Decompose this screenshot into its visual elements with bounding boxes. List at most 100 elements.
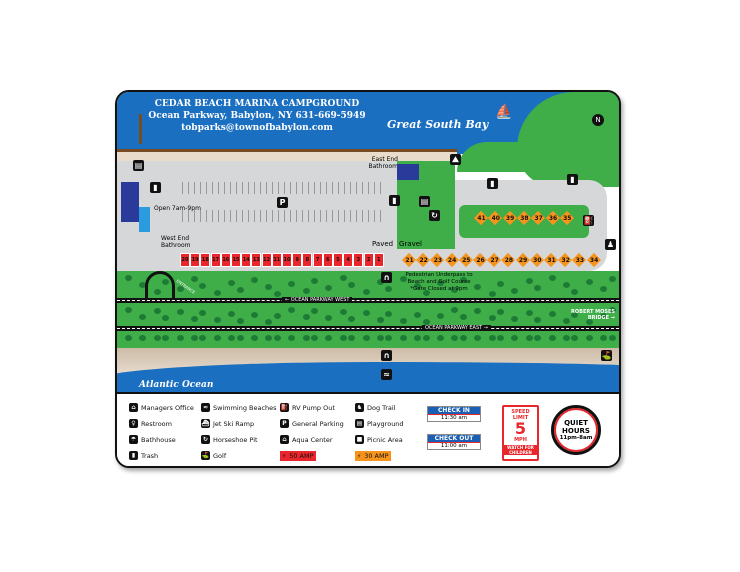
campsite-30amp[interactable]: 30 <box>529 252 544 268</box>
campsite-50amp[interactable]: 10 <box>282 253 292 267</box>
campsite-30amp[interactable]: 34 <box>586 252 601 268</box>
campsite-30amp[interactable]: 26 <box>472 252 488 268</box>
campsite-30amp[interactable]: 41 <box>473 210 489 226</box>
site-number: 40 <box>491 215 500 222</box>
legend-item: ▤Playground <box>355 419 404 428</box>
tree-icon <box>563 335 570 341</box>
campsite-30amp[interactable]: 25 <box>458 252 473 268</box>
tree-icon <box>176 335 184 341</box>
horseshoe-icon: ↻ <box>429 210 440 221</box>
campsite-30amp[interactable]: 23 <box>430 252 445 268</box>
campsite-30amp[interactable]: 29 <box>515 252 530 268</box>
legend-item: ↻Horseshoe Pit <box>201 435 258 444</box>
tree-icon <box>311 308 318 314</box>
tree-icon <box>265 319 273 325</box>
tree-icon <box>273 335 281 341</box>
legend-label: Restroom <box>141 419 172 428</box>
tree-icon <box>497 281 504 287</box>
quiet-title: QUIET HOURS <box>562 419 590 435</box>
campsite-50amp[interactable]: 17 <box>210 253 221 267</box>
legend-label: General Parking <box>292 419 344 428</box>
campsite-50amp[interactable]: 18 <box>200 253 211 267</box>
campsite-30amp[interactable]: 27 <box>487 252 502 268</box>
campsite-50amp[interactable]: 1 <box>373 253 384 267</box>
campsite-30amp[interactable]: 33 <box>572 252 587 268</box>
campsite-30amp[interactable]: 24 <box>444 252 459 268</box>
legend-item: ▮Trash <box>129 451 158 460</box>
aqua-icon: ⌂ <box>280 435 289 444</box>
campsite-50amp[interactable]: 5 <box>333 253 343 267</box>
bulkhead <box>117 149 457 152</box>
campsite-30amp[interactable]: 40 <box>488 210 503 226</box>
tree-icon <box>488 291 496 297</box>
site-number: 39 <box>505 215 515 222</box>
site-number: 22 <box>419 257 428 264</box>
campsite-50amp[interactable]: 4 <box>343 253 354 267</box>
campsite-50amp[interactable]: 11 <box>271 253 282 267</box>
tree-icon <box>288 307 296 313</box>
site-number: 34 <box>589 257 599 264</box>
campsite-30amp[interactable]: 37 <box>531 210 546 226</box>
campsite-50amp[interactable]: 2 <box>363 253 374 267</box>
checkout-time: 11:00 am <box>440 443 468 449</box>
campsite-50amp[interactable]: 9 <box>292 253 303 267</box>
tree-icon <box>302 288 310 294</box>
tree-icon <box>525 310 533 316</box>
campsite-50amp[interactable]: 12 <box>261 253 272 267</box>
speed-title: SPEED LIMIT <box>511 409 530 421</box>
legend-label: Bathhouse <box>141 435 176 444</box>
trash-icon: ▮ <box>567 174 578 185</box>
paved-label: Paved <box>372 240 394 248</box>
tree-icon <box>451 307 459 313</box>
tree-icon <box>236 287 244 293</box>
campsite-50amp[interactable]: 15 <box>231 253 241 267</box>
bridge-label: ROBERT MOSES BRIDGE → <box>571 309 615 321</box>
legend-item: ⌂Aqua Center <box>280 435 333 444</box>
email[interactable]: tobparks@townofbabylon.com <box>181 123 333 133</box>
tree-icon <box>497 335 504 341</box>
campsite-30amp[interactable]: 28 <box>501 252 516 268</box>
legend-item: ≈Swimming Beaches <box>201 403 277 412</box>
campsite-30amp[interactable]: 21 <box>401 252 417 268</box>
campsite-50amp[interactable]: 6 <box>322 253 333 267</box>
tree-icon <box>213 317 221 323</box>
quiet-hours-sign: QUIET HOURS 11pm-8am <box>551 405 601 455</box>
jetski-icon: ⛴ <box>201 419 210 428</box>
tree-icon <box>437 313 444 319</box>
campsite-30amp[interactable]: 38 <box>516 210 531 226</box>
campsite-50amp[interactable]: 13 <box>251 253 262 267</box>
ocean-parkway-east <box>117 326 619 331</box>
campsite-30amp[interactable]: 36 <box>545 210 560 226</box>
campsite-50amp[interactable]: 14 <box>241 253 252 267</box>
tree-icon <box>377 335 384 341</box>
east-land <box>517 92 619 187</box>
title: CEDAR BEACH MARINA CAMPGROUND <box>154 99 360 109</box>
tree-icon <box>125 335 132 341</box>
underpass-note: Pedestrian Underpass to Beach and Golf C… <box>399 272 479 293</box>
campsite-30amp[interactable]: 35 <box>559 210 574 226</box>
tree-icon <box>422 290 430 296</box>
campsite-50amp[interactable]: 3 <box>353 253 364 267</box>
tree-icon <box>399 335 407 341</box>
tree-icon <box>339 275 347 281</box>
campsite-50amp[interactable]: 8 <box>302 253 313 267</box>
checkin-time: 11:30 am <box>440 415 468 421</box>
tree-icon <box>571 312 579 318</box>
west-bath-label: West End Bathroom <box>161 235 191 249</box>
tree-icon <box>251 312 258 318</box>
tree-icon <box>459 277 467 283</box>
campsite-50amp[interactable]: 16 <box>220 253 231 267</box>
tree-icon <box>162 335 170 341</box>
shower-icon: ☂ <box>129 435 138 444</box>
west-bathroom <box>139 207 150 232</box>
campsite-50amp[interactable]: 19 <box>190 253 201 267</box>
campsite-50amp[interactable]: 20 <box>180 253 190 267</box>
tree-icon <box>600 313 608 319</box>
campsite-30amp[interactable]: 31 <box>543 252 559 268</box>
campsite-50amp[interactable]: 7 <box>312 253 323 267</box>
campsite-30amp[interactable]: 32 <box>558 252 573 268</box>
campsite-30amp[interactable]: 22 <box>416 252 431 268</box>
campsite-30amp[interactable]: 39 <box>502 210 517 226</box>
site-number: 23 <box>433 257 443 264</box>
